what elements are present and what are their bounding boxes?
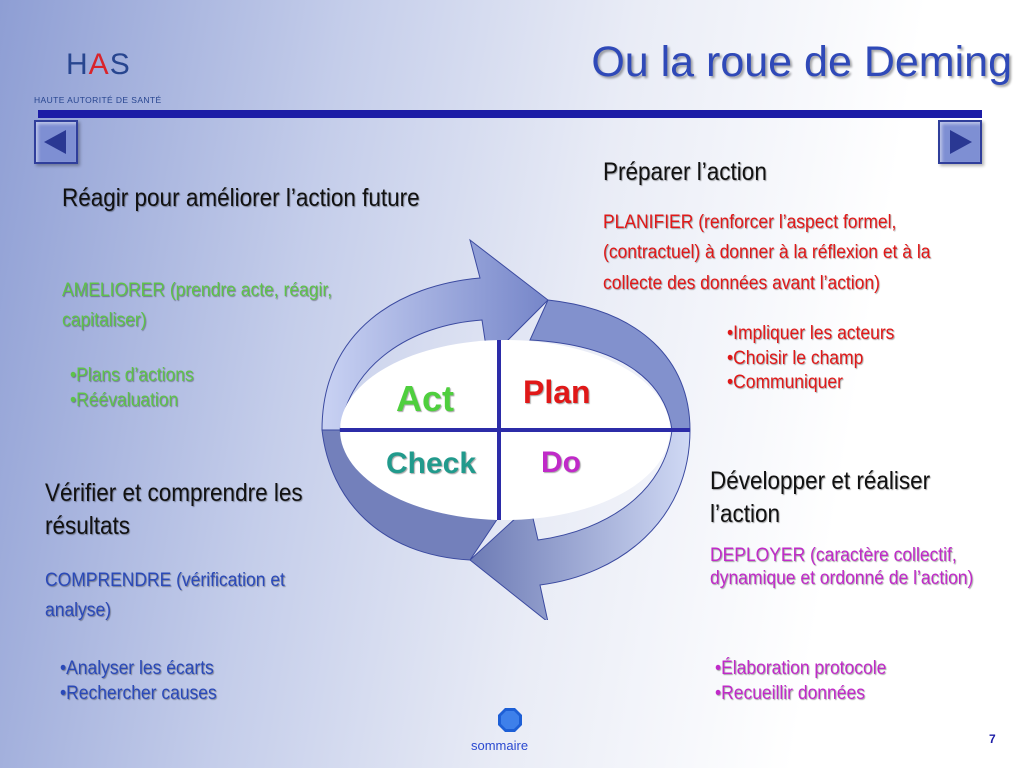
sommaire-link[interactable]: sommaire (471, 738, 529, 753)
list-item: Communiquer (727, 371, 1003, 396)
do-heading: Développer et réaliser l’action (710, 467, 931, 528)
check-bullet-list: Analyser les écarts Rechercher causes (60, 657, 299, 706)
list-item: Recueillir données (715, 682, 991, 707)
logo-subtitle: HAUTE AUTORITÉ DE SANTÉ (34, 95, 162, 105)
wheel-plan-label: Plan (523, 374, 591, 410)
plan-heading: Préparer l’action (603, 158, 767, 186)
upper-cycle-arrow (321, 238, 549, 431)
next-slide-button[interactable] (938, 120, 982, 164)
check-heading: Vérifier et comprendre les résultats (45, 479, 303, 540)
page-number: 7 (989, 732, 996, 746)
wheel-do-label: Do (541, 446, 581, 479)
act-bullet-list: Plans d’actions Réévaluation (70, 364, 300, 413)
act-description: AMELIORER (prendre acte, réagir, capital… (62, 280, 333, 332)
plan-description: PLANIFIER (renforcer l’aspect formel, (c… (603, 212, 931, 294)
logo-letter-s: S (109, 48, 131, 81)
sommaire-icon[interactable] (497, 707, 523, 733)
plan-bullet-list: Impliquer les acteurs Choisir le champ C… (727, 322, 1003, 396)
triangle-left-icon (44, 130, 66, 154)
list-item: Réévaluation (70, 389, 300, 414)
has-logo: HAS (66, 48, 131, 82)
list-item: Choisir le champ (727, 347, 1003, 372)
triangle-right-icon (950, 130, 972, 154)
logo-letter-a: A (88, 48, 110, 81)
do-description: DEPLOYER (caractère collectif, dynamique… (710, 545, 974, 589)
logo-letter-h: H (66, 48, 89, 81)
list-item: Rechercher causes (60, 682, 299, 707)
previous-slide-button[interactable] (34, 120, 78, 164)
lower-cycle-arrow (469, 429, 691, 620)
do-bullet-list: Élaboration protocole Recueillir données (715, 657, 991, 706)
list-item: Élaboration protocole (715, 657, 991, 682)
check-description: COMPRENDRE (vérification et analyse) (45, 570, 285, 622)
list-item: Analyser les écarts (60, 657, 299, 682)
list-item: Impliquer les acteurs (727, 322, 1003, 347)
wheel-check-label: Check (386, 447, 477, 480)
wheel-act-label: Act (396, 378, 455, 419)
list-item: Plans d’actions (70, 364, 300, 389)
deming-wheel (321, 238, 691, 620)
act-heading: Réagir pour améliorer l’action future (62, 184, 420, 212)
slide-title: Ou la roue de Deming (591, 38, 1012, 86)
title-divider (38, 110, 982, 118)
